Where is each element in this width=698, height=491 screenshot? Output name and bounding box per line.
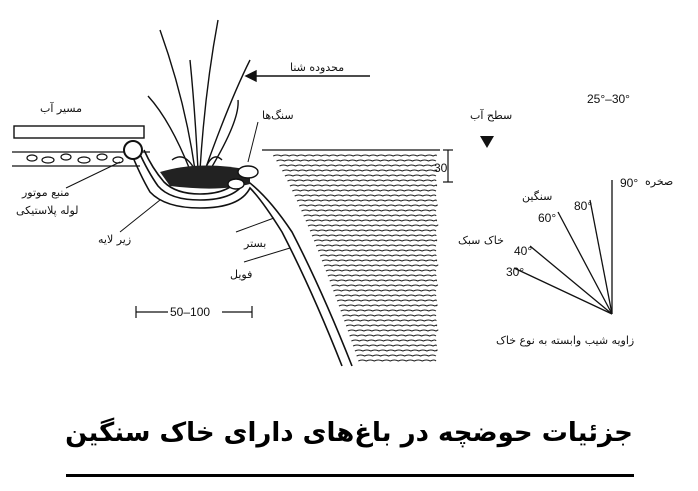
water-wave-line	[342, 314, 437, 317]
water-wave-line	[309, 229, 437, 232]
water-wave-line	[311, 234, 437, 237]
marsh-plant	[147, 19, 251, 173]
edge-stone	[237, 165, 259, 179]
water-wave-line	[298, 204, 438, 207]
liner-label-1: بستر	[243, 237, 266, 250]
underlay-label: زیر لایه	[98, 233, 131, 246]
liner-label-2: فویل	[230, 268, 252, 281]
water-wave-line	[356, 354, 437, 357]
water-wave-line	[325, 269, 437, 272]
water-wave-line	[331, 284, 439, 287]
water-wave-line	[333, 289, 437, 292]
angle-90: 90°	[620, 176, 638, 190]
swim-zone-arrow	[244, 69, 370, 83]
water-wave-line	[351, 339, 437, 342]
water-wave-line	[301, 209, 437, 212]
angle-60-soil: سنگین	[522, 190, 552, 203]
water-wave-line	[349, 334, 437, 337]
water-level-label: سطح آب	[470, 108, 512, 122]
water-wave-line	[287, 179, 437, 182]
water-wave-line	[317, 249, 437, 252]
water-wave-line	[358, 359, 437, 362]
angle-90-soil: صخره	[645, 175, 673, 188]
edge-stone-lower	[227, 178, 245, 190]
water-wave-line	[307, 224, 439, 227]
water-wave-line	[354, 349, 438, 352]
water-wave-line	[345, 324, 438, 327]
angle-40-soil: خاک سبک	[458, 234, 504, 247]
leader-lines	[65, 121, 291, 263]
water-wave-line	[289, 184, 438, 187]
slope-caption: زاویه شیب وابسته به نوع خاک	[496, 334, 634, 347]
pipe-label: مسیر آب	[40, 101, 82, 115]
water-wave-line	[305, 219, 438, 222]
angle-range-label: 25°–30°	[587, 92, 630, 106]
figure-caption: جزئیات حوضچه در باغ‌های دارای خاک سنگین	[65, 418, 633, 448]
depth-value: 30	[434, 161, 448, 175]
slope-fan	[513, 180, 613, 315]
inlet-label-1: منبع موتور	[21, 186, 70, 199]
angle-60: 60°	[538, 211, 556, 225]
water-wave-line	[336, 299, 437, 302]
water-wave-line	[319, 254, 437, 257]
water-wave-line	[321, 259, 438, 262]
water-wave-line	[315, 244, 437, 247]
water-wave-line	[344, 319, 437, 322]
water-wave-line	[347, 329, 439, 332]
water-wave-line	[272, 154, 437, 157]
water-wave-line	[313, 239, 438, 242]
water-level-marker	[480, 136, 494, 148]
water-wave-line	[282, 169, 438, 172]
depth-marker	[443, 149, 453, 183]
water-wave-line	[276, 159, 437, 162]
water-wave-line	[279, 164, 437, 167]
width-marker	[135, 306, 253, 318]
water-wave-line	[323, 264, 439, 267]
water-wave-line	[294, 194, 437, 197]
angle-80: 80°	[574, 199, 592, 213]
water-wave-line	[296, 199, 437, 202]
water-wave-line	[292, 189, 437, 192]
water-wave-line	[329, 279, 437, 282]
stones-label: سنگ‌ها	[262, 109, 294, 122]
caption-underline	[66, 474, 634, 477]
width-value: 50–100	[170, 305, 210, 319]
water-wave-line	[340, 309, 437, 312]
water-wave-line	[303, 214, 437, 217]
water-wave-line	[335, 294, 437, 297]
water-wave-line	[352, 344, 437, 347]
water-body	[262, 150, 440, 369]
angle-40: 40°	[514, 244, 532, 258]
inlet-pipe	[13, 125, 145, 160]
inlet-label-2: لوله پلاستیکی	[16, 204, 79, 217]
angle-30: 30°	[506, 265, 524, 279]
water-wave-line	[327, 274, 437, 277]
water-wave-line	[338, 304, 438, 307]
swim-zone-label: محدوده شنا	[290, 61, 344, 74]
water-wave-line	[284, 174, 437, 177]
